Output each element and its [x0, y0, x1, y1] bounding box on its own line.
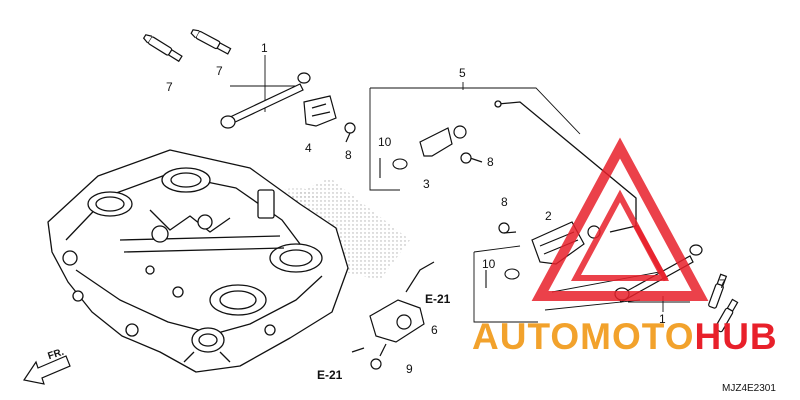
injector-parts: [142, 29, 739, 333]
pin-parts: [379, 158, 520, 288]
reference-e21-right: E-21: [425, 292, 451, 306]
callout-5: 5: [459, 66, 466, 80]
callout-6: 6: [431, 323, 438, 337]
reference-e21-left: E-21: [317, 368, 343, 382]
callout-9: 9: [406, 362, 413, 376]
sensor-assembly: [351, 261, 435, 370]
throttle-body-assembly: [47, 149, 349, 373]
callout-2: 2: [545, 209, 552, 223]
callout-4: 4: [305, 141, 312, 155]
watermark-word-moto: MOTO: [580, 316, 695, 357]
callout-1-right: 1: [659, 312, 666, 326]
callout-3: 3: [423, 177, 430, 191]
watermark-logo: [531, 137, 709, 301]
callout-10-top: 10: [378, 135, 392, 149]
callout-8-left: 8: [345, 148, 352, 162]
callout-8-lower: 8: [501, 195, 508, 209]
callout-7-right: 7: [719, 277, 726, 291]
callout-7-top: 7: [216, 64, 223, 78]
watermark-word-hub: HUB: [694, 316, 778, 357]
diagram-code: MJZ4E2301: [722, 383, 776, 394]
watermark-text: AUTOMOTOHUB: [472, 318, 778, 355]
callout-7-left: 7: [166, 80, 173, 94]
callout-10-lower: 10: [482, 257, 496, 271]
link-rod: [494, 100, 637, 233]
callout-8-mid: 8: [487, 155, 494, 169]
watermark-word-auto: AUTO: [472, 316, 581, 357]
callout-1-top: 1: [261, 41, 268, 55]
front-arrow: [23, 355, 71, 385]
